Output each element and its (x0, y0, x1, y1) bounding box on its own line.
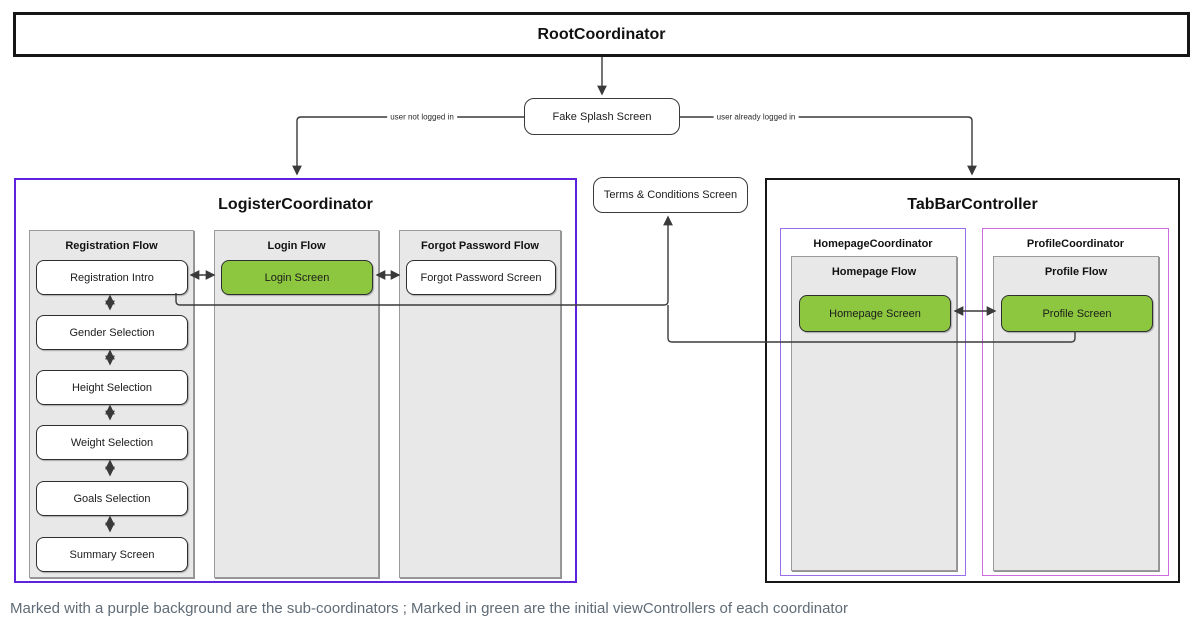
root-coordinator-title: RootCoordinator (537, 25, 666, 43)
login-flow-column: Login Flow Login Screen (214, 230, 379, 578)
fake-splash-screen-label: Fake Splash Screen (552, 110, 652, 123)
terms-conditions-screen-node: Terms & Conditions Screen (593, 177, 748, 213)
tabbar-controller-title: TabBarController (907, 196, 1038, 213)
homepage-coordinator-title: HomepageCoordinator (813, 238, 933, 250)
goals-selection-node: Goals Selection (36, 481, 188, 516)
registration-flow-column: Registration Flow Registration Intro Gen… (29, 230, 194, 578)
height-selection-label: Height Selection (71, 381, 153, 394)
homepage-coordinator-box: HomepageCoordinator Homepage Flow Homepa… (780, 228, 966, 576)
forgot-password-flow-column: Forgot Password Flow Forgot Password Scr… (399, 230, 561, 578)
terms-conditions-screen-label: Terms & Conditions Screen (603, 189, 738, 201)
edge-label-already-logged-in: user already logged in (713, 112, 799, 122)
edge-label-not-logged-in: user not logged in (387, 112, 457, 122)
edge-splash-to-logister (292, 116, 524, 176)
profile-coordinator-title: ProfileCoordinator (1026, 238, 1125, 250)
edge-splash-to-tabbar (680, 116, 977, 176)
profile-screen-label: Profile Screen (1042, 307, 1112, 320)
login-screen-node: Login Screen (221, 260, 373, 295)
login-screen-label: Login Screen (264, 271, 330, 284)
homepage-flow-header: Homepage Flow (831, 266, 917, 278)
logister-coordinator-title: LogisterCoordinator (218, 196, 373, 213)
fake-splash-screen-node: Fake Splash Screen (524, 98, 680, 135)
forgot-password-screen-label: Forgot Password Screen (420, 271, 542, 284)
height-selection-node: Height Selection (36, 370, 188, 405)
profile-flow-header: Profile Flow (1044, 266, 1108, 278)
tabbar-controller-box: TabBarController HomepageCoordinator Hom… (765, 178, 1180, 583)
profile-coordinator-box: ProfileCoordinator Profile Flow Profile … (982, 228, 1169, 576)
caption: Marked with a purple background are the … (10, 600, 848, 617)
registration-intro-label: Registration Intro (70, 271, 154, 284)
gender-selection-node: Gender Selection (36, 315, 188, 350)
login-flow-header: Login Flow (267, 240, 326, 252)
profile-screen-node: Profile Screen (1001, 295, 1153, 332)
root-coordinator-box: RootCoordinator (13, 12, 1190, 57)
weight-selection-label: Weight Selection (70, 436, 154, 449)
homepage-screen-node: Homepage Screen (799, 295, 951, 332)
weight-selection-node: Weight Selection (36, 425, 188, 460)
forgot-password-flow-header: Forgot Password Flow (421, 240, 539, 252)
registration-intro-node: Registration Intro (36, 260, 188, 295)
profile-flow-column: Profile Flow Profile Screen (993, 256, 1159, 571)
summary-screen-node: Summary Screen (36, 537, 188, 572)
registration-flow-header: Registration Flow (65, 240, 158, 252)
summary-screen-label: Summary Screen (69, 548, 155, 561)
forgot-password-screen-node: Forgot Password Screen (406, 260, 556, 295)
gender-selection-label: Gender Selection (69, 326, 155, 339)
logister-coordinator-box: LogisterCoordinator Registration Flow Re… (14, 178, 577, 583)
goals-selection-label: Goals Selection (73, 492, 151, 505)
homepage-flow-column: Homepage Flow Homepage Screen (791, 256, 957, 571)
homepage-screen-label: Homepage Screen (829, 307, 921, 320)
